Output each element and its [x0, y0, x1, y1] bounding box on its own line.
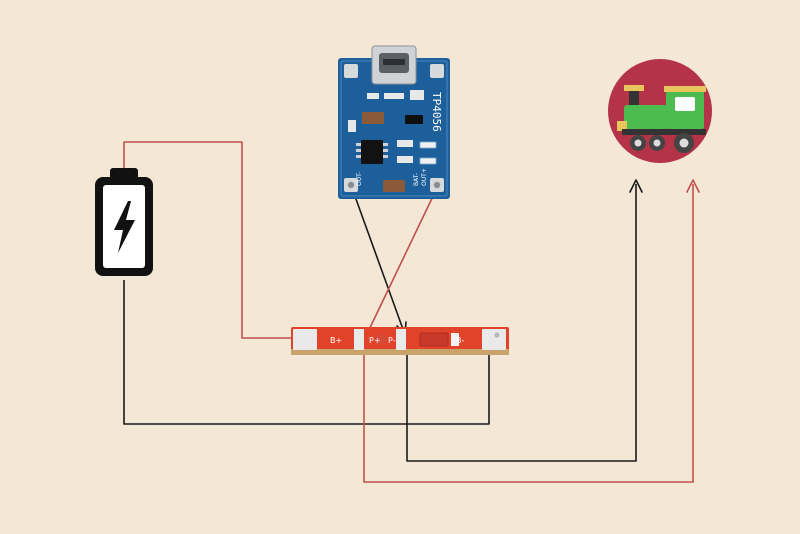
arrow-load-negative [629, 179, 643, 193]
pad-label-b-minus: B- [456, 336, 464, 345]
wire-battery-negative [123, 280, 490, 425]
wires [123, 141, 700, 483]
charger-module: TP4056 OUT- OUT+ BAT- [338, 45, 450, 199]
wire-battery-positive [123, 141, 298, 339]
wire-load-negative [406, 184, 637, 462]
wire-charger-positive [365, 189, 437, 337]
usb-port-icon [371, 45, 417, 85]
pin-label-left: OUT- [356, 172, 363, 186]
pad-label-p-plus: P+ [369, 336, 381, 345]
lightning-icon [114, 201, 135, 253]
pad-label-b-plus: B+ [330, 336, 342, 345]
battery-icon [95, 168, 153, 276]
chip-label: TP4056 [430, 92, 443, 132]
pin-label-right: OUT+ [421, 168, 428, 186]
wire-charger-negative [351, 187, 405, 333]
pin-label-bat: BAT- [413, 173, 420, 186]
pad-label-p-minus: P- [388, 336, 396, 345]
arrow-load-positive [686, 179, 700, 193]
wire-load-positive [363, 184, 694, 483]
train-icon [608, 59, 712, 163]
protection-board: B+ P+ P- B- [291, 327, 509, 355]
